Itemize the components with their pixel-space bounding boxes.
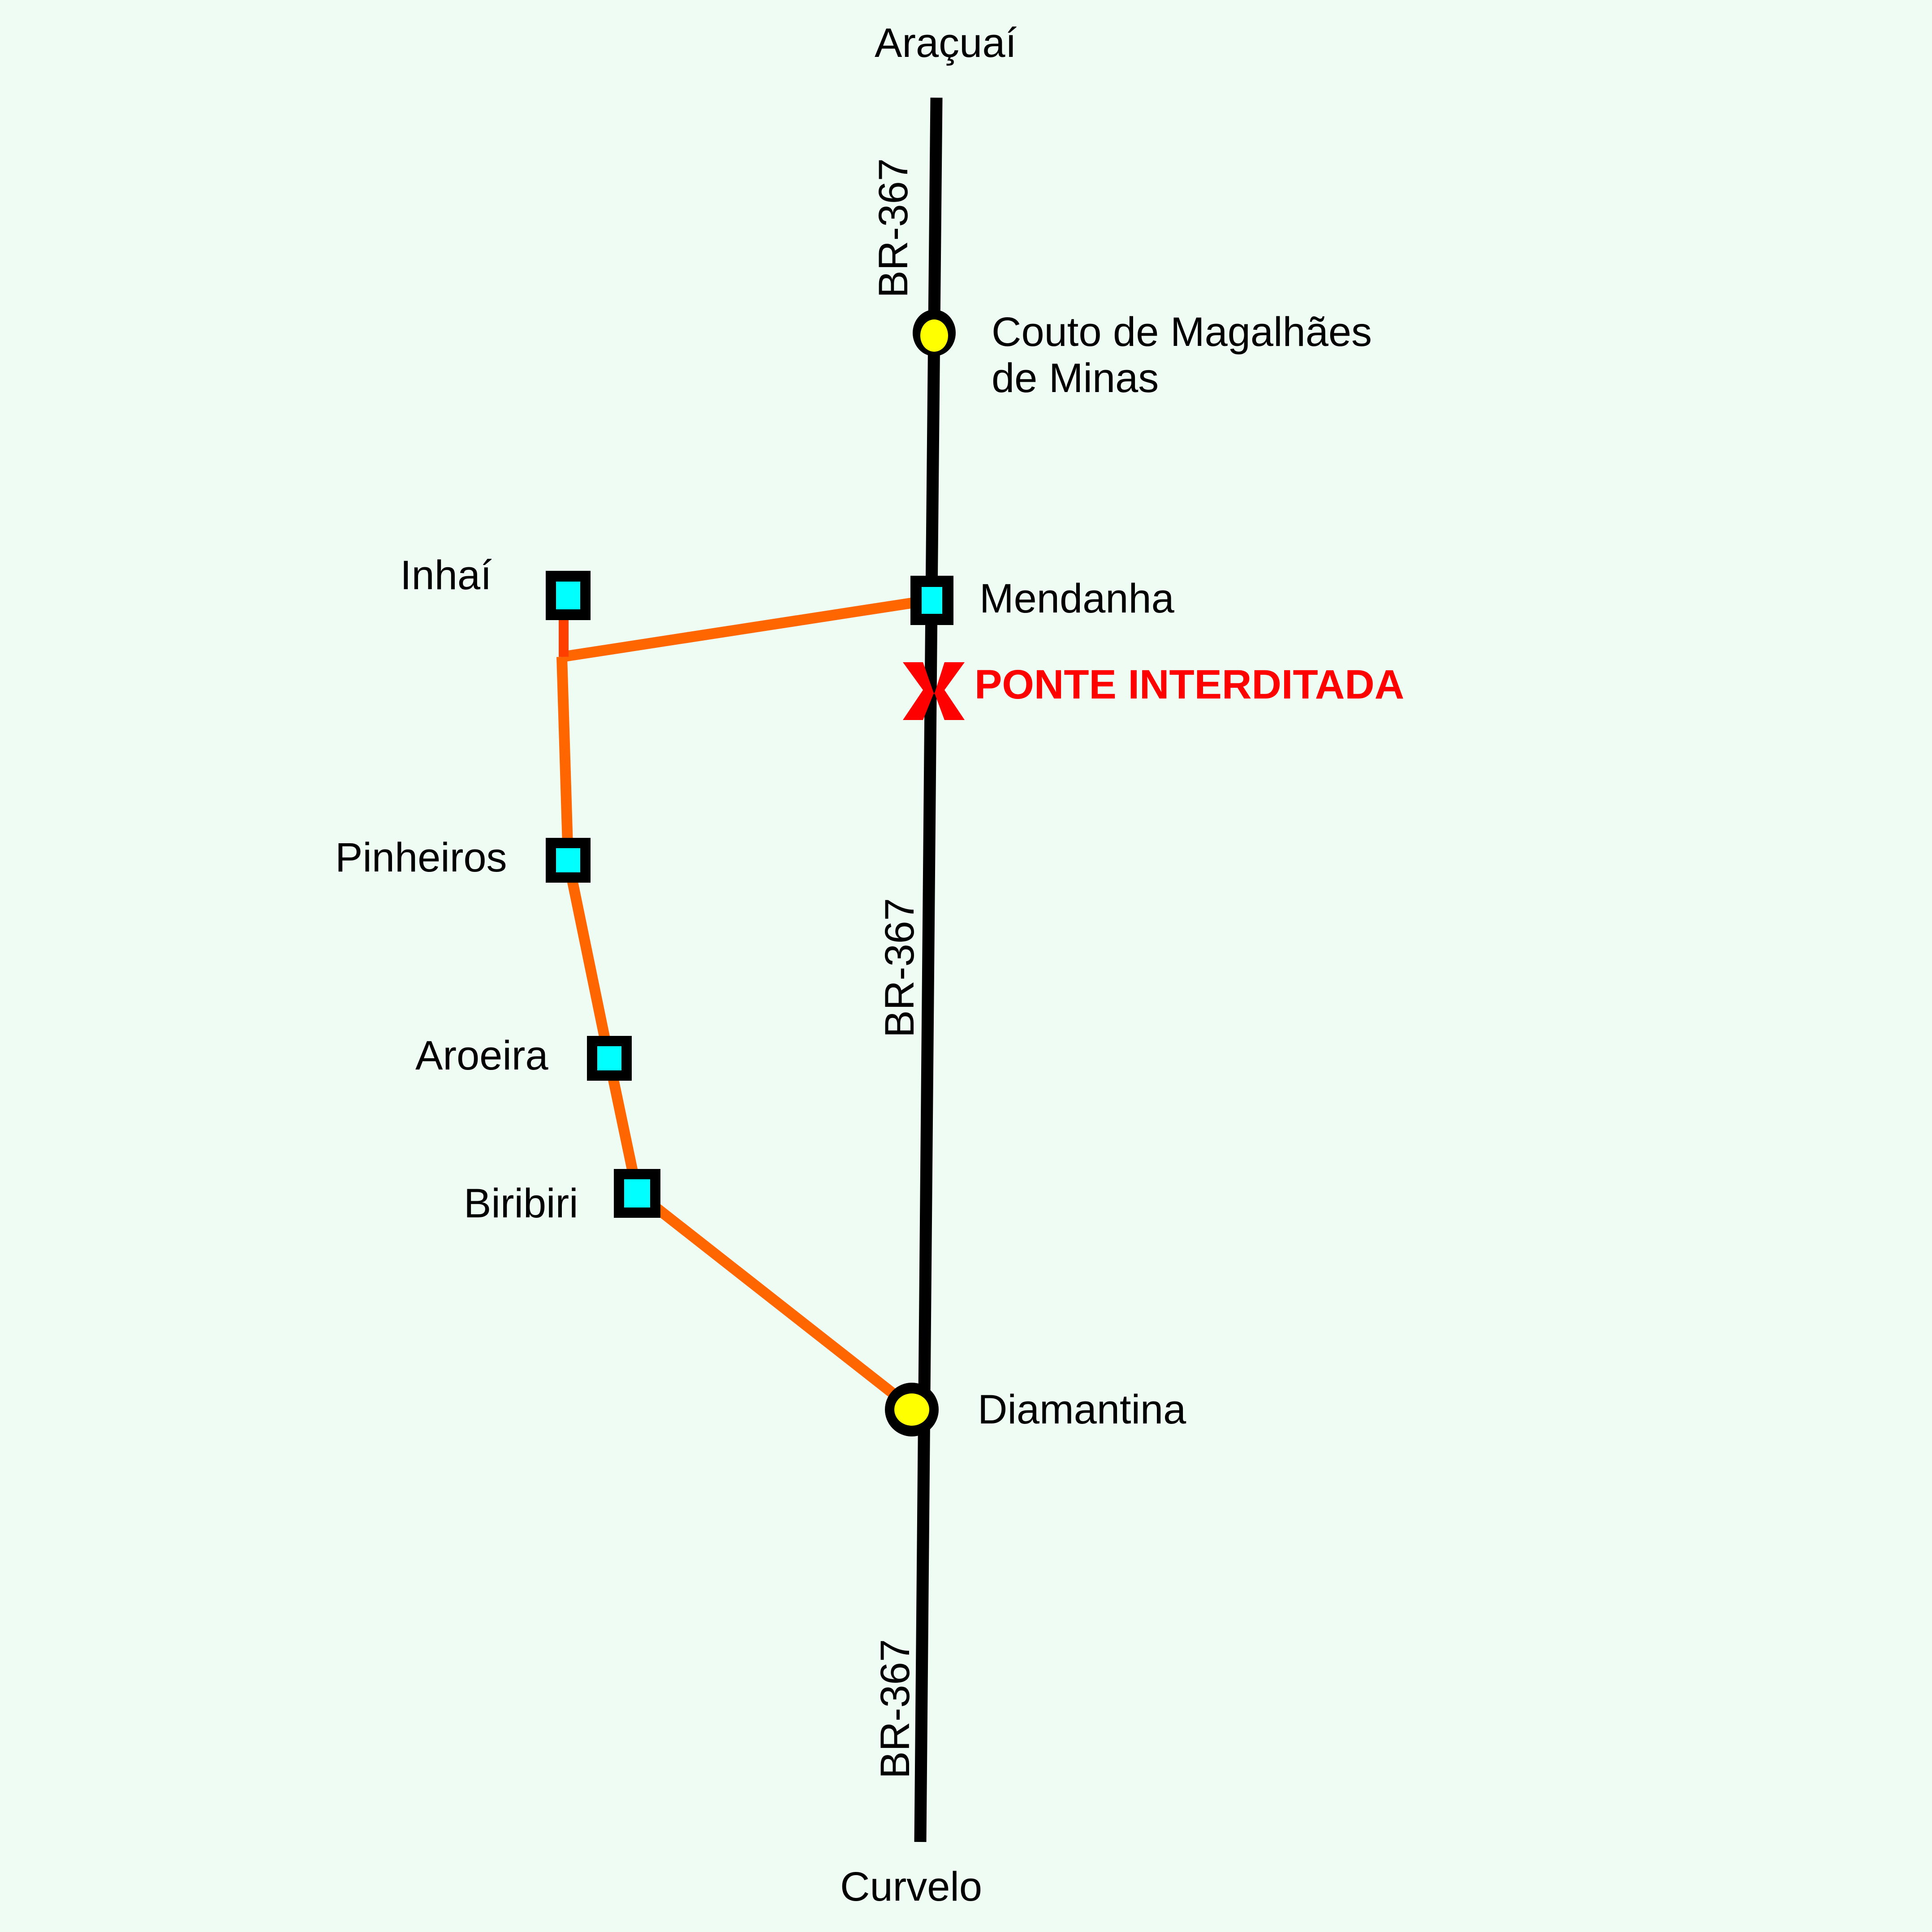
locality-label-biribiri: Biribiri — [464, 1181, 578, 1226]
city-label-diamantina: Diamantina — [978, 1387, 1186, 1432]
city-marker-diamantina[interactable] — [885, 1383, 939, 1436]
x-closed-icon — [903, 662, 965, 720]
locality-marker-biribiri[interactable] — [614, 1169, 660, 1218]
alt-route-mendanha-junction — [561, 595, 932, 662]
road-label-br-367: BR-367 — [877, 898, 923, 1038]
alt-route-south — [556, 656, 915, 1413]
city-label-couto-line2: de Minas — [992, 355, 1159, 401]
road-label-br-367: BR-367 — [872, 1639, 918, 1779]
road-label-br-367: BR-367 — [871, 158, 916, 298]
endpoint-north-label: Araçuaí — [875, 20, 1017, 66]
locality-label-inhai: Inhaí — [400, 552, 492, 598]
road-br-367 — [914, 97, 943, 1842]
closure-label: PONTE INTERDITADA — [975, 662, 1405, 707]
locality-marker-aroeira[interactable] — [587, 1036, 632, 1081]
locality-label-mendanha: Mendanha — [979, 576, 1174, 621]
locality-label-aroeira: Aroeira — [415, 1033, 548, 1078]
locality-label-pinheiros: Pinheiros — [335, 835, 507, 880]
endpoint-south-label: Curvelo — [840, 1864, 983, 1910]
city-label-couto-line1: Couto de Magalhães — [992, 309, 1372, 355]
locality-marker-inhai[interactable] — [546, 571, 591, 620]
city-marker-couto[interactable] — [913, 310, 956, 356]
locality-marker-mendanha[interactable] — [910, 576, 953, 625]
city-label-couto: Couto de Magalhães de Minas — [992, 309, 1372, 401]
locality-marker-pinheiros[interactable] — [546, 838, 591, 883]
